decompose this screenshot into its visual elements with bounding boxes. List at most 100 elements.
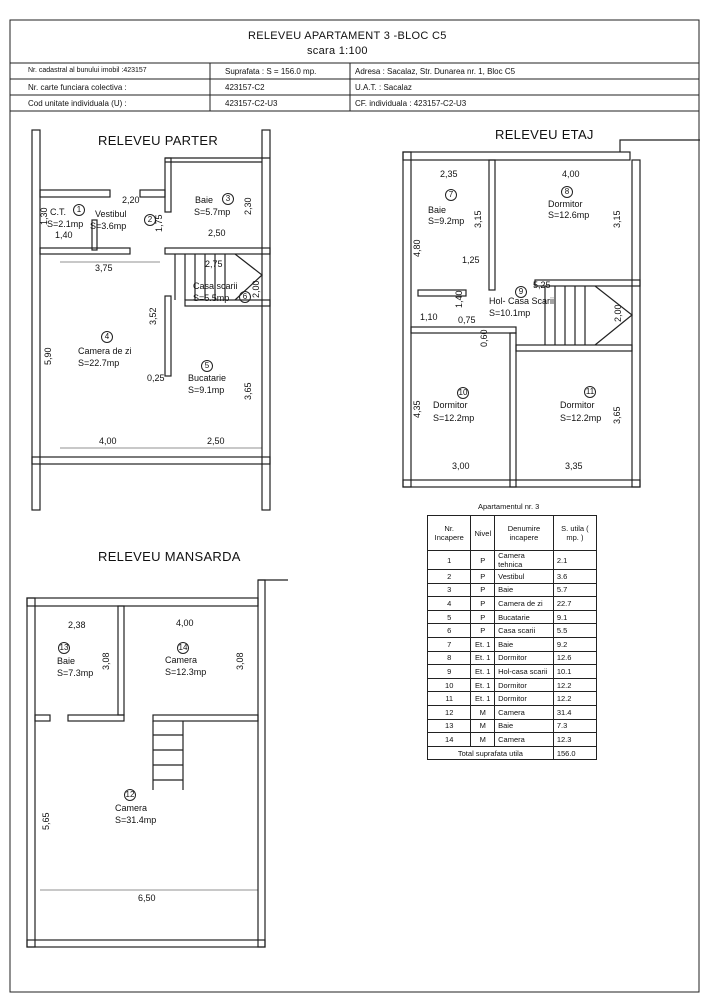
cell-room-number: 2 xyxy=(426,569,472,584)
dimension: 6,50 xyxy=(138,893,156,903)
cell-room-number: 1 xyxy=(426,550,472,570)
cell-level: Et. 1 xyxy=(470,664,496,679)
room-name: Baie xyxy=(57,656,76,666)
cell-room-number: 4 xyxy=(426,596,472,611)
table-caption: Apartamentul nr. 3 xyxy=(478,502,540,511)
dimension: 5,90 xyxy=(43,347,53,365)
cell-level: Et. 1 xyxy=(470,677,496,693)
document-scale: scara 1:100 xyxy=(307,45,368,57)
dimension: 5,25 xyxy=(533,280,551,290)
cell-level: Et. 1 xyxy=(470,650,496,666)
dimension: 2,30 xyxy=(243,197,253,215)
dimension: 3,08 xyxy=(235,652,245,670)
dimension: 4,00 xyxy=(99,436,117,446)
cell-level: P xyxy=(470,596,496,611)
cell-room-number: 3 xyxy=(426,582,472,598)
cell-level: P xyxy=(470,623,496,638)
cell-room-area: 3.6 xyxy=(552,569,598,584)
dimension: 4,35 xyxy=(412,400,422,418)
dimension: 1,10 xyxy=(420,312,438,322)
dimension: 2,38 xyxy=(68,620,86,630)
cell-room-area: 2.1 xyxy=(552,550,598,570)
dimension: 2,20 xyxy=(122,195,140,205)
cell-room-number: 12 xyxy=(426,704,472,720)
cell-room-name: Camera xyxy=(494,732,554,747)
dimension: 3,75 xyxy=(95,263,113,273)
room-number: 14 xyxy=(177,642,189,654)
etaj-title: RELEVEU ETAJ xyxy=(495,127,594,142)
cell-room-number: 5 xyxy=(426,609,472,625)
cell-room-number: 14 xyxy=(426,732,472,747)
area-total: Suprafata : S = 156.0 mp. xyxy=(225,67,317,76)
cell-room-name: Baie xyxy=(494,582,554,598)
cell-room-number: 6 xyxy=(426,623,472,638)
page-frame xyxy=(9,19,700,993)
cell-room-area: 7.3 xyxy=(552,718,598,734)
cell-room-name: Bucatarie xyxy=(494,609,554,625)
dimension: 3,15 xyxy=(473,210,483,228)
cell-room-area: 9.2 xyxy=(552,636,598,652)
mansarda-walls xyxy=(26,579,288,948)
room-area: S=12.3mp xyxy=(165,667,207,677)
dimension: 2,75 xyxy=(205,259,223,269)
dimension: 2,00 xyxy=(251,280,261,298)
room-number: 12 xyxy=(124,789,136,801)
cell-room-name: Baie xyxy=(494,636,554,652)
cell-level: M xyxy=(470,704,496,720)
dimension: 2,35 xyxy=(440,169,458,179)
cell-room-name: Camera de zi xyxy=(494,596,554,611)
room-name: Vestibul xyxy=(95,209,127,219)
room-number: 7 xyxy=(445,189,457,201)
table-header-row: Nr. Incapere Nivel Denumire incapere S. … xyxy=(426,515,598,551)
room-number: 10 xyxy=(457,387,469,399)
cell-level: P xyxy=(470,550,496,570)
cell-room-area: 9.1 xyxy=(552,609,598,625)
unit-code-label: Cod unitate individuala (U) : xyxy=(28,99,127,108)
room-area: S=10.1mp xyxy=(489,308,531,318)
dimension: 3,00 xyxy=(452,461,470,471)
dimension: 3,65 xyxy=(612,406,622,424)
dimension: 1,25 xyxy=(462,255,480,265)
cell-room-number: 7 xyxy=(426,636,472,652)
room-area: S=9.1mp xyxy=(188,385,225,395)
room-number: 6 xyxy=(239,291,251,303)
dimension: 4,00 xyxy=(176,618,194,628)
room-area: S=12.2mp xyxy=(433,413,475,423)
room-area: S=3.6mp xyxy=(90,221,127,231)
dimension: 5,65 xyxy=(41,812,51,830)
cell-room-area: 10.1 xyxy=(552,664,598,679)
dimension: 0,75 xyxy=(458,315,476,325)
cf-individual: CF. individuala : 423157-C2-U3 xyxy=(355,99,467,108)
room-name: Dormitor xyxy=(433,400,468,410)
room-area: S=12.6mp xyxy=(548,210,590,220)
cell-room-name: Dormitor xyxy=(494,691,554,706)
dimension: 4,80 xyxy=(412,239,422,257)
address: Adresa : Sacalaz, Str. Dunarea nr. 1, Bl… xyxy=(355,67,516,76)
parter-title: RELEVEU PARTER xyxy=(98,133,219,148)
etaj-walls xyxy=(402,139,700,488)
dimension: 0,25 xyxy=(147,373,165,383)
uat: U.A.T. : Sacalaz xyxy=(355,83,412,92)
dimension: 0,60 xyxy=(479,329,489,347)
parter-walls xyxy=(31,129,271,511)
total-value: 156.0 xyxy=(552,745,598,761)
cell-room-name: Dormitor xyxy=(494,677,554,693)
cell-room-area: 5.5 xyxy=(552,623,598,638)
room-area: S=5.5mp xyxy=(193,293,230,303)
dimension: 2,50 xyxy=(208,228,226,238)
room-area: S=9.2mp xyxy=(428,216,465,226)
room-name: Baie xyxy=(428,205,447,215)
document-title: RELEVEU APARTAMENT 3 -BLOC C5 xyxy=(248,30,447,42)
room-number: 13 xyxy=(58,642,70,654)
cell-level: M xyxy=(470,732,496,747)
room-name: Camera xyxy=(165,655,198,665)
room-area: S=5.7mp xyxy=(194,207,231,217)
room-name: Bucatarie xyxy=(188,373,227,383)
room-name: C.T. xyxy=(50,207,67,217)
unit-code-value: 423157-C2-U3 xyxy=(225,99,278,108)
